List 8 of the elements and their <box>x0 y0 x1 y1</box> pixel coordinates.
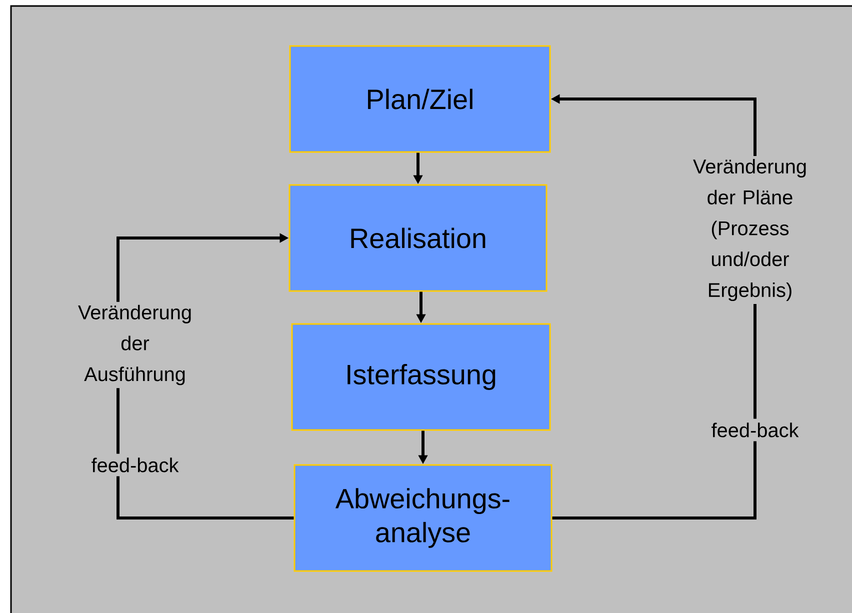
edge-label: feed-back <box>707 418 803 442</box>
annotation-text: Veränderung der Ausführung <box>70 302 200 388</box>
process-box: Isterfassung <box>291 323 551 431</box>
process-box: Plan/Ziel <box>289 45 551 153</box>
edge-label: feed-back <box>87 454 183 476</box>
process-box: Abweichungs- analyse <box>294 464 552 572</box>
process-box: Realisation <box>288 184 548 292</box>
annotation-text: Veränderung der Pläne (Prozess und/oder Ergebnis) <box>684 156 816 304</box>
